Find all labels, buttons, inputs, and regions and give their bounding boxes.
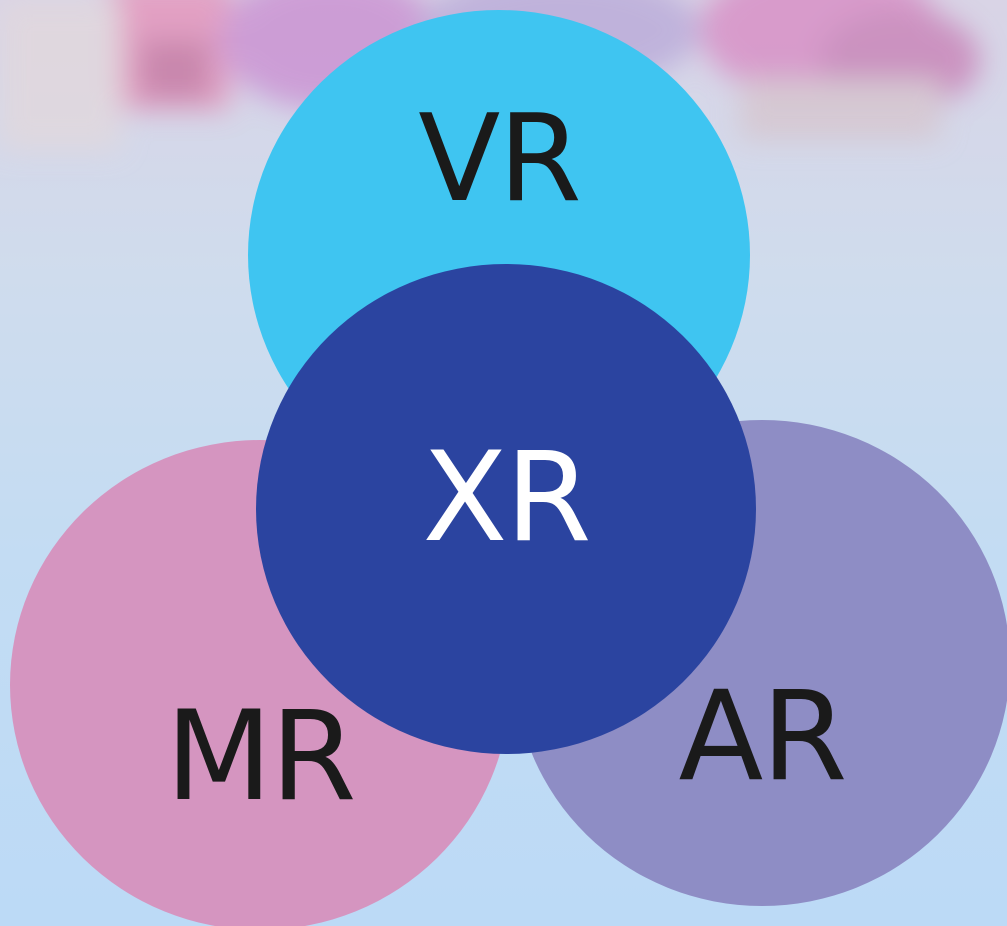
xr-circle: XR [256,264,756,754]
ar-label: AR [678,665,848,809]
vr-label: VR [418,90,581,229]
xr-label: XR [422,426,591,570]
mr-label: MR [165,685,356,829]
